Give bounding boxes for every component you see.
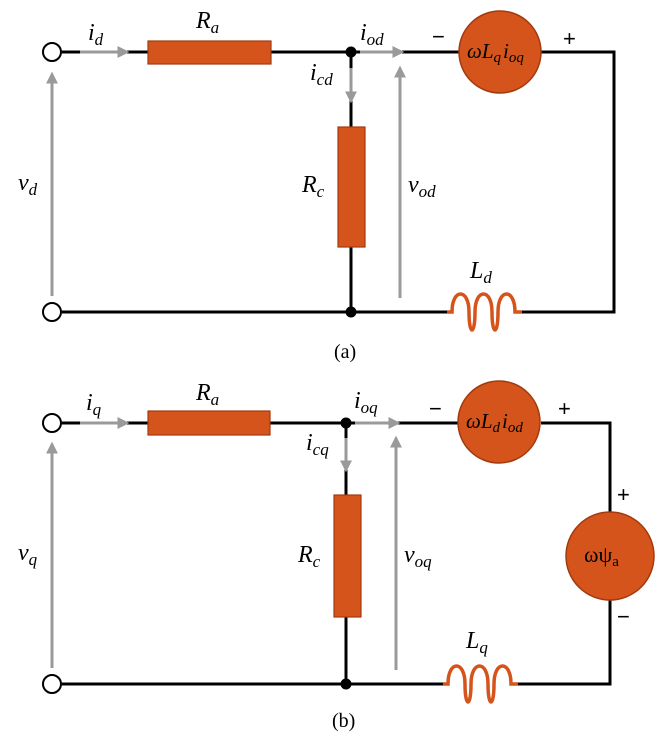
label-ioq: ioq xyxy=(354,388,378,417)
terminal-bottom-a xyxy=(42,302,62,322)
terminal-top-b xyxy=(42,413,62,433)
label-vd: vd xyxy=(18,170,38,199)
label-icq: icq xyxy=(306,430,329,459)
back-emf-source xyxy=(565,511,655,601)
sign-plus-b: + xyxy=(558,396,571,421)
resistor-ra-a xyxy=(147,40,272,65)
label-ld: Ld xyxy=(469,258,492,287)
label-voq: voq xyxy=(404,542,432,571)
label-id: id xyxy=(88,20,104,49)
circuit-a: id Ra vd icd Rc iod vod ωLqioq Ld − + (a… xyxy=(18,8,616,363)
dependent-source-b xyxy=(457,380,541,464)
inductor-ld xyxy=(447,292,522,332)
resistor-rc-a xyxy=(337,126,366,248)
node-bottom-b xyxy=(340,678,352,690)
terminal-top-a xyxy=(42,42,62,62)
label-icd: icd xyxy=(310,60,333,89)
sign-plus-a: + xyxy=(563,26,576,51)
resistor-ra-b xyxy=(147,410,271,436)
node-bottom-a xyxy=(345,306,357,318)
caption-a: (a) xyxy=(334,341,356,363)
label-rc-a: Rc xyxy=(301,172,325,201)
label-vod: vod xyxy=(408,172,436,201)
label-source-b: ωLdiod xyxy=(466,409,523,436)
label-vq: vq xyxy=(18,540,38,569)
label-rc-b: Rc xyxy=(297,542,321,571)
label-iq: iq xyxy=(86,390,102,419)
label-iod: iod xyxy=(360,20,384,49)
inductor-lq xyxy=(443,664,518,704)
node-top-b xyxy=(340,417,352,429)
sign-minus-a: − xyxy=(432,24,445,49)
sign-minus-back-emf: − xyxy=(617,604,630,629)
node-top-a xyxy=(345,46,357,58)
label-lq: Lq xyxy=(465,628,488,657)
resistor-rc-b xyxy=(333,494,362,618)
label-ra-b: Ra xyxy=(195,380,219,409)
sign-minus-b: − xyxy=(429,396,442,421)
dependent-source-a xyxy=(458,10,542,94)
caption-b: (b) xyxy=(332,710,355,732)
label-back-emf: ωψa xyxy=(584,542,619,570)
sign-plus-back-emf: + xyxy=(617,482,630,507)
label-source-a: ωLqioq xyxy=(467,39,524,66)
label-ra-a: Ra xyxy=(195,8,219,37)
terminal-bottom-b xyxy=(42,674,62,694)
circuit-b: iq Ra vq icq Rc ioq voq ωLdiod ωψa Lq − … xyxy=(18,380,655,732)
